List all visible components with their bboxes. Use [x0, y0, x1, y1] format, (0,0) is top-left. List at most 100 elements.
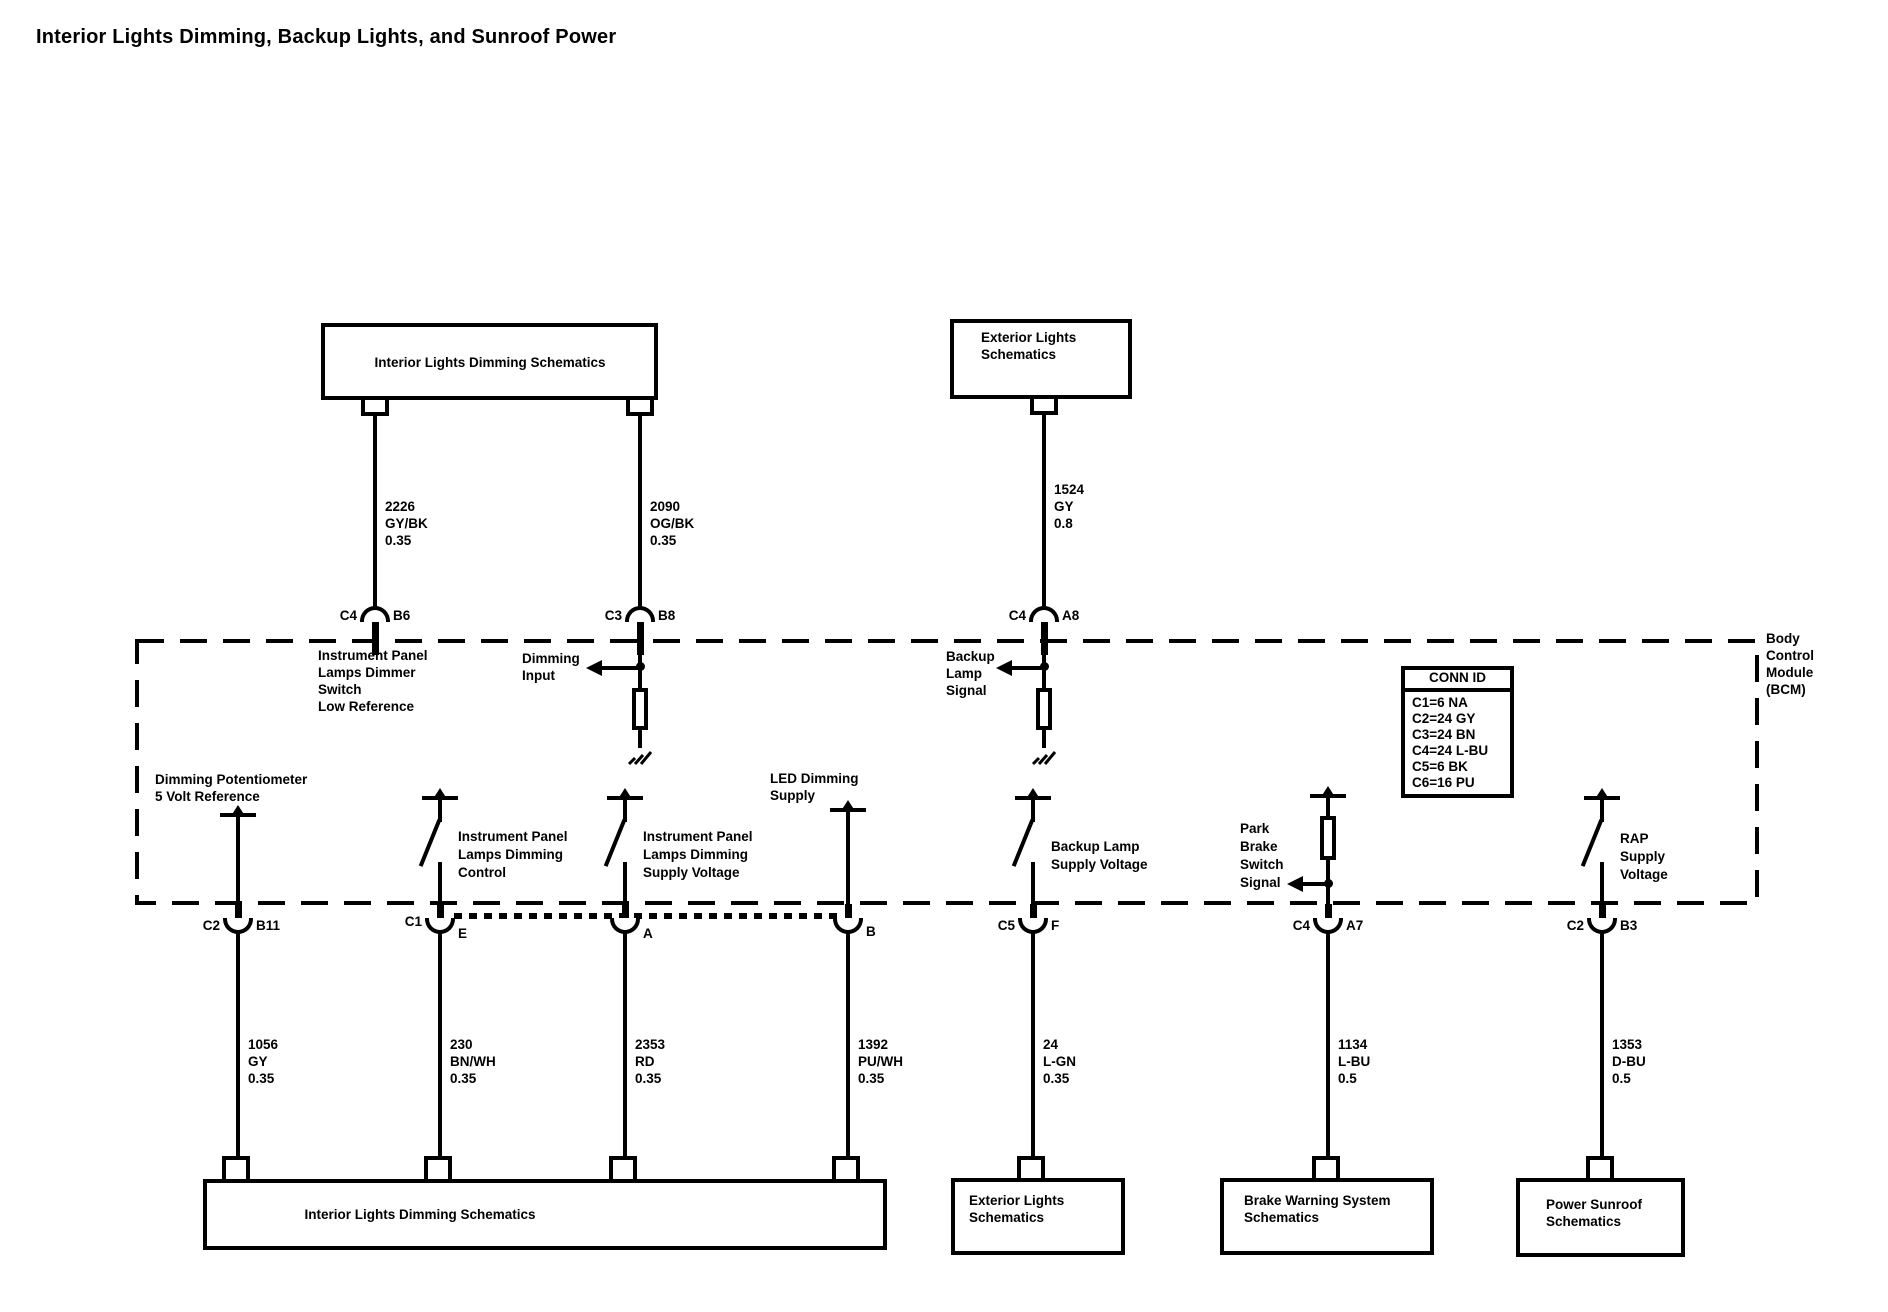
backup-lamp-signal-arrow-icon — [996, 660, 1012, 676]
connector-nub — [845, 904, 852, 921]
stub-bar — [361, 412, 389, 416]
connector-a — [610, 918, 640, 934]
wire-seg — [1042, 730, 1046, 748]
wire-seg — [846, 811, 850, 904]
connector-nub — [235, 904, 242, 921]
dimming-input-arrow-icon — [586, 660, 602, 676]
stub-tick — [1586, 1158, 1590, 1180]
ground-icon — [627, 751, 653, 766]
wire-seg — [1326, 797, 1330, 816]
stub-tick — [856, 1158, 860, 1180]
connector-nub — [1041, 618, 1048, 655]
connector-c2-b11-right: B11 — [256, 918, 281, 933]
connector-c2-b11 — [223, 918, 253, 934]
connector-c5-f — [1018, 918, 1048, 934]
wire-2353 — [623, 933, 627, 1158]
connector-c2-b3-right: B3 — [1620, 918, 1638, 933]
tbar-arrow-icon — [1595, 788, 1609, 799]
stub-tick — [424, 1158, 428, 1180]
connector-c4-b6 — [360, 606, 390, 622]
stub-tick — [1312, 1158, 1316, 1180]
wire-seg — [438, 799, 442, 822]
stub-tick — [1017, 1158, 1021, 1180]
page-title: Interior Lights Dimming, Backup Lights, … — [36, 26, 617, 48]
connector-c1-span — [454, 913, 842, 919]
connector-c4-a8-right: A8 — [1062, 608, 1080, 623]
park-brake-arrow-icon — [1287, 876, 1303, 892]
bcm-boundary — [135, 639, 1759, 905]
wire-seg — [1031, 862, 1035, 904]
bottom-box-interior-lights-label: Interior Lights Dimming Schematics — [304, 1207, 536, 1222]
wire-seg — [1031, 799, 1035, 822]
wire-24 — [1031, 933, 1035, 1158]
park-brake-branch-line — [1301, 882, 1328, 886]
connector-c1-e-left: C1 — [404, 914, 422, 929]
connector-nub — [637, 618, 644, 655]
wire-2226 — [373, 415, 377, 611]
wire-seg — [1600, 862, 1604, 904]
tbar-arrow-icon — [1026, 788, 1040, 799]
tbar-arrow-icon — [231, 805, 245, 816]
wire-1134 — [1326, 933, 1330, 1158]
connector-c3-b8 — [625, 606, 655, 622]
stub-tick — [609, 1158, 613, 1180]
wire-seg — [1600, 799, 1604, 822]
connector-c4-a7 — [1313, 918, 1343, 934]
connector-nub — [1599, 904, 1606, 921]
connector-nub — [372, 618, 379, 655]
connector-a-label: A — [643, 926, 653, 941]
wire-230 — [438, 933, 442, 1158]
connector-c4-a7-right: A7 — [1346, 918, 1364, 933]
top-box-interior-lights-label: Interior Lights Dimming Schematics — [374, 355, 606, 370]
top-box-exterior-lights — [950, 319, 1132, 399]
wire-seg — [638, 655, 642, 688]
connector-c1-e-right: E — [458, 926, 468, 941]
tbar-arrow-icon — [1321, 786, 1335, 797]
stub-tick — [1054, 399, 1058, 414]
tbar-arrow-icon — [618, 788, 632, 799]
stub-tick — [1336, 1158, 1340, 1180]
connector-c3-b8-left: C3 — [604, 608, 622, 623]
wire-1392 — [846, 933, 850, 1158]
stub-tick — [626, 400, 630, 415]
stub-bar — [609, 1156, 637, 1160]
connector-c1-e — [425, 918, 455, 934]
connector-nub — [622, 904, 629, 921]
connector-nub — [437, 904, 444, 921]
stub-tick — [1041, 1158, 1045, 1180]
stub-tick — [385, 400, 389, 415]
backup-lamp-branch-line — [1010, 666, 1044, 670]
resistor — [632, 688, 648, 730]
top-box-interior-lights — [321, 323, 658, 400]
stub-bar — [424, 1156, 452, 1160]
stub-bar — [222, 1156, 250, 1160]
stub-tick — [650, 400, 654, 415]
stub-tick — [1610, 1158, 1614, 1180]
conn-id-header: CONN ID — [1429, 670, 1486, 685]
wire-seg — [1042, 655, 1046, 688]
bottom-box-brake-warning — [1220, 1178, 1434, 1255]
stub-tick — [246, 1158, 250, 1180]
wire-seg — [623, 862, 627, 904]
connector-b — [833, 918, 863, 934]
